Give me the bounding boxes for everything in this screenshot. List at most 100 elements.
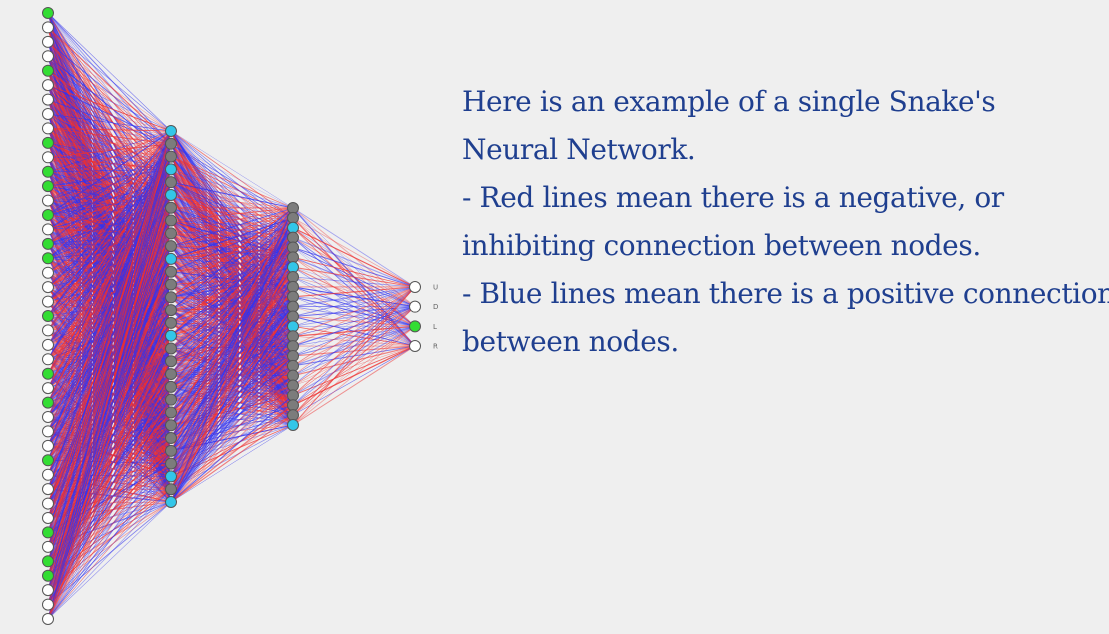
positive-connection: [170, 130, 294, 238]
positive-connection: [47, 130, 172, 490]
positive-connection: [47, 70, 172, 144]
negative-connection: [47, 99, 172, 132]
positive-connection: [292, 286, 416, 308]
negative-connection: [47, 130, 172, 230]
negative-connection: [292, 286, 416, 347]
hidden1-node: [165, 329, 177, 342]
input-node: [42, 338, 54, 351]
positive-connection: [170, 217, 294, 273]
negative-connection: [170, 227, 294, 336]
positive-connection: [47, 130, 172, 447]
positive-connection: [47, 450, 172, 620]
negative-connection: [170, 207, 294, 336]
positive-connection: [292, 345, 416, 416]
hidden1-node: [165, 176, 177, 189]
hidden2-node: [287, 359, 299, 372]
positive-connection: [292, 207, 416, 288]
input-node: [42, 35, 54, 48]
hidden1-node: [165, 150, 177, 163]
negative-connection: [47, 27, 172, 145]
positive-connection: [47, 425, 172, 591]
positive-connection: [292, 286, 416, 308]
negative-connection: [170, 286, 294, 324]
positive-connection: [47, 156, 172, 591]
negative-connection: [170, 207, 294, 452]
positive-connection: [47, 143, 172, 591]
positive-connection: [170, 130, 294, 209]
negative-connection: [47, 130, 172, 620]
positive-connection: [47, 130, 172, 360]
negative-connection: [47, 258, 172, 620]
caption-line-3: - Red lines mean there is a negative, or: [462, 181, 1004, 214]
input-node: [42, 526, 54, 539]
input-node: [42, 122, 54, 135]
negative-connection: [170, 247, 294, 477]
negative-connection: [170, 365, 294, 503]
hidden1-node: [165, 432, 177, 445]
positive-connection: [170, 143, 294, 229]
positive-connection: [47, 113, 172, 132]
input-node: [42, 497, 54, 510]
positive-connection: [47, 130, 172, 432]
positive-connection: [170, 207, 294, 285]
connection-lines: [47, 12, 416, 620]
hidden1-node: [165, 201, 177, 214]
positive-connection: [47, 143, 172, 230]
output-label: L: [433, 323, 437, 331]
input-node: [42, 21, 54, 34]
input-node: [42, 223, 54, 236]
hidden1-node: [165, 380, 177, 393]
hidden2-node: [287, 251, 299, 264]
negative-connection: [170, 217, 294, 452]
negative-connection: [292, 286, 416, 416]
input-node: [42, 7, 54, 19]
hidden2-node: [287, 369, 299, 382]
negative-connection: [47, 130, 172, 475]
hidden1-node: [165, 419, 177, 432]
positive-connection: [170, 169, 294, 209]
positive-connection: [170, 237, 294, 285]
negative-connection: [170, 220, 294, 238]
negative-connection: [47, 386, 172, 620]
negative-connection: [170, 247, 294, 464]
positive-connection: [47, 143, 172, 562]
negative-connection: [47, 27, 172, 157]
negative-connection: [292, 286, 416, 396]
positive-connection: [47, 130, 172, 346]
positive-connection: [170, 207, 294, 400]
hidden1-node: [165, 304, 177, 317]
positive-connection: [170, 207, 294, 477]
negative-connection: [170, 207, 294, 388]
hidden1-node: [165, 227, 177, 240]
positive-connection: [170, 169, 294, 228]
output-node: [409, 320, 421, 333]
negative-connection: [47, 130, 172, 187]
hidden1-node: [165, 393, 177, 406]
negative-connection: [47, 130, 172, 259]
negative-connection: [47, 143, 172, 158]
input-node: [42, 79, 54, 92]
positive-connection: [47, 246, 172, 620]
negative-connection: [170, 207, 294, 349]
input-node: [42, 281, 54, 294]
hidden2-node: [287, 349, 299, 362]
hidden1-node: [165, 316, 177, 329]
negative-connection: [170, 181, 294, 228]
positive-connection: [170, 296, 294, 477]
positive-connection: [170, 217, 294, 413]
input-node: [42, 555, 54, 568]
positive-connection: [292, 246, 416, 288]
input-node: [42, 353, 54, 366]
negative-connection: [47, 501, 172, 591]
positive-connection: [292, 286, 416, 386]
negative-connection: [47, 437, 172, 605]
negative-connection: [47, 143, 172, 403]
input-node: [42, 540, 54, 553]
hidden1-node: [165, 125, 177, 137]
output-label: U: [433, 284, 438, 292]
negative-connection: [47, 143, 172, 187]
positive-connection: [170, 181, 294, 238]
negative-connection: [170, 286, 294, 477]
positive-connection: [47, 113, 172, 145]
hidden2-node: [287, 300, 299, 313]
